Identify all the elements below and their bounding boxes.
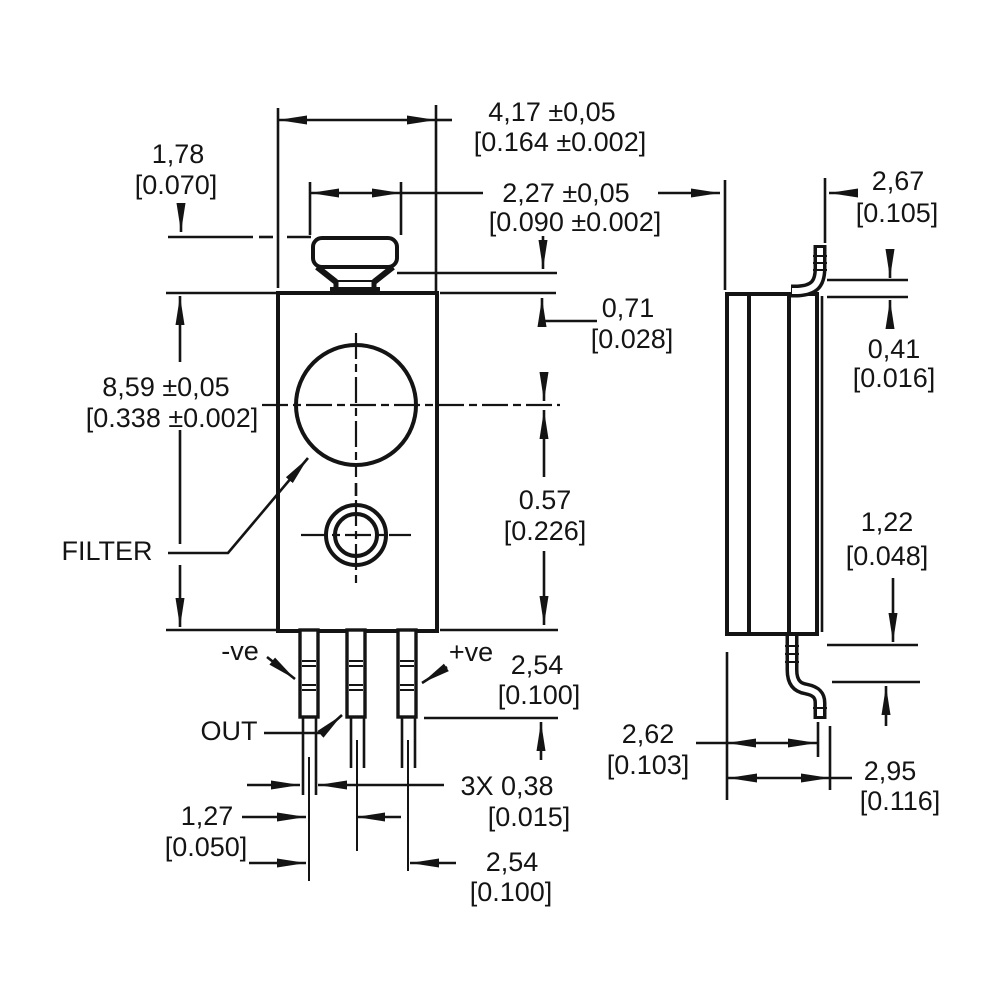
dim-tab-thickness-mm: 0,41: [868, 334, 921, 364]
dim-lens-height-mm: 1,78: [152, 139, 205, 169]
dim-body-height: [166, 291, 276, 632]
dim-pin-shoulder-inch: [0.100]: [498, 680, 581, 710]
dim-tab-thickness: [827, 249, 908, 329]
dim-lens-offset: [397, 236, 597, 327]
positive-leader-arrow: [421, 663, 449, 685]
dim-tab-offset-inch: [0.105]: [856, 198, 939, 228]
lens-cap: [311, 236, 399, 269]
dim-lens-width-inch: [0.090 ±0.002]: [489, 207, 661, 237]
dim-depth-with-lead: [728, 726, 852, 790]
dim-lens-height: [168, 203, 311, 239]
lens-neck: [315, 264, 395, 295]
pin-out-label: OUT: [201, 716, 258, 746]
dim-lead-bend-height: [827, 578, 920, 726]
narrow-leads: [301, 717, 417, 795]
dim-tab-thickness-inch: [0.016]: [853, 363, 936, 393]
dim-depth-with-lead-mm: 2,95: [864, 756, 917, 786]
dim-body-height-inch: [0.338 ±0.002]: [86, 403, 258, 433]
pin-positive-label: +ve: [449, 637, 493, 667]
dim-tab-offset: [723, 178, 858, 290]
dim-body-width: [276, 105, 452, 293]
dim-lead-pitch-half-inch: [0.050]: [165, 832, 248, 862]
dim-body-width-mm: 4,17 ±0,05: [488, 97, 615, 127]
dim-pin-shoulder-mm: 2,54: [511, 650, 564, 680]
front-view: [262, 236, 560, 881]
pin-crimp-marks: [302, 660, 414, 691]
dim-lead-pitch-half-mm: 1,27: [181, 801, 234, 831]
side-bottom-lead: [785, 634, 827, 719]
pin-positive: [396, 628, 418, 719]
dim-lens-width-mm: 2,27 ±0,05: [502, 178, 629, 208]
feature-labels: FILTER -ve +ve OUT: [61, 536, 493, 746]
dim-pin-shoulder: [424, 716, 558, 760]
dimension-text: 4,17 ±0,05 [0.164 ±0.002] 1,78 [0.070] 2…: [86, 97, 941, 907]
dim-depth-with-lead-inch: [0.116]: [860, 786, 941, 816]
dim-lens-width: [308, 182, 720, 235]
dim-center-to-bottom: [440, 372, 558, 632]
dimension-graphics: [166, 105, 920, 868]
filter-label: FILTER: [61, 536, 152, 566]
negative-leader-arrow: [266, 655, 296, 681]
dim-lead-bend-height-mm: 1,22: [861, 507, 914, 537]
lead-center-extension-lines: [308, 740, 409, 881]
dim-lens-offset-mm: 0,71: [602, 293, 655, 323]
dim-lead-bend-height-inch: [0.048]: [846, 541, 929, 571]
pins: [298, 628, 418, 719]
side-body-outline: [725, 292, 819, 636]
dim-lead-pitch-full-mm: 2,54: [486, 847, 539, 877]
dim-lens-offset-inch: [0.028]: [591, 324, 674, 354]
side-view: [725, 245, 827, 719]
dim-center-to-bottom-mm: 0.57: [519, 485, 572, 515]
dim-body-depth: [696, 652, 820, 800]
dim-body-height-mm: 8,59 ±0,05: [102, 372, 229, 402]
dim-body-depth-inch: [0.103]: [607, 750, 690, 780]
dim-lead-width-mm: 3X 0,38: [460, 771, 553, 801]
dim-lead-pitch-full-inch: [0.100]: [470, 877, 553, 907]
dim-tab-offset-mm: 2,67: [872, 166, 925, 196]
pin-out: [345, 628, 367, 719]
dim-center-to-bottom-inch: [0.226]: [504, 516, 587, 546]
dim-body-width-inch: [0.164 ±0.002]: [474, 127, 646, 157]
side-top-lead: [791, 245, 827, 298]
out-leader-arrow: [264, 714, 343, 738]
filter-leader-arrow: [168, 457, 309, 555]
dim-lead-width-inch: [0.015]: [488, 802, 571, 832]
pin-negative-label: -ve: [221, 636, 259, 666]
pin-negative: [298, 628, 320, 719]
dim-body-depth-mm: 2,62: [622, 719, 675, 749]
dim-lens-height-inch: [0.070]: [135, 170, 218, 200]
